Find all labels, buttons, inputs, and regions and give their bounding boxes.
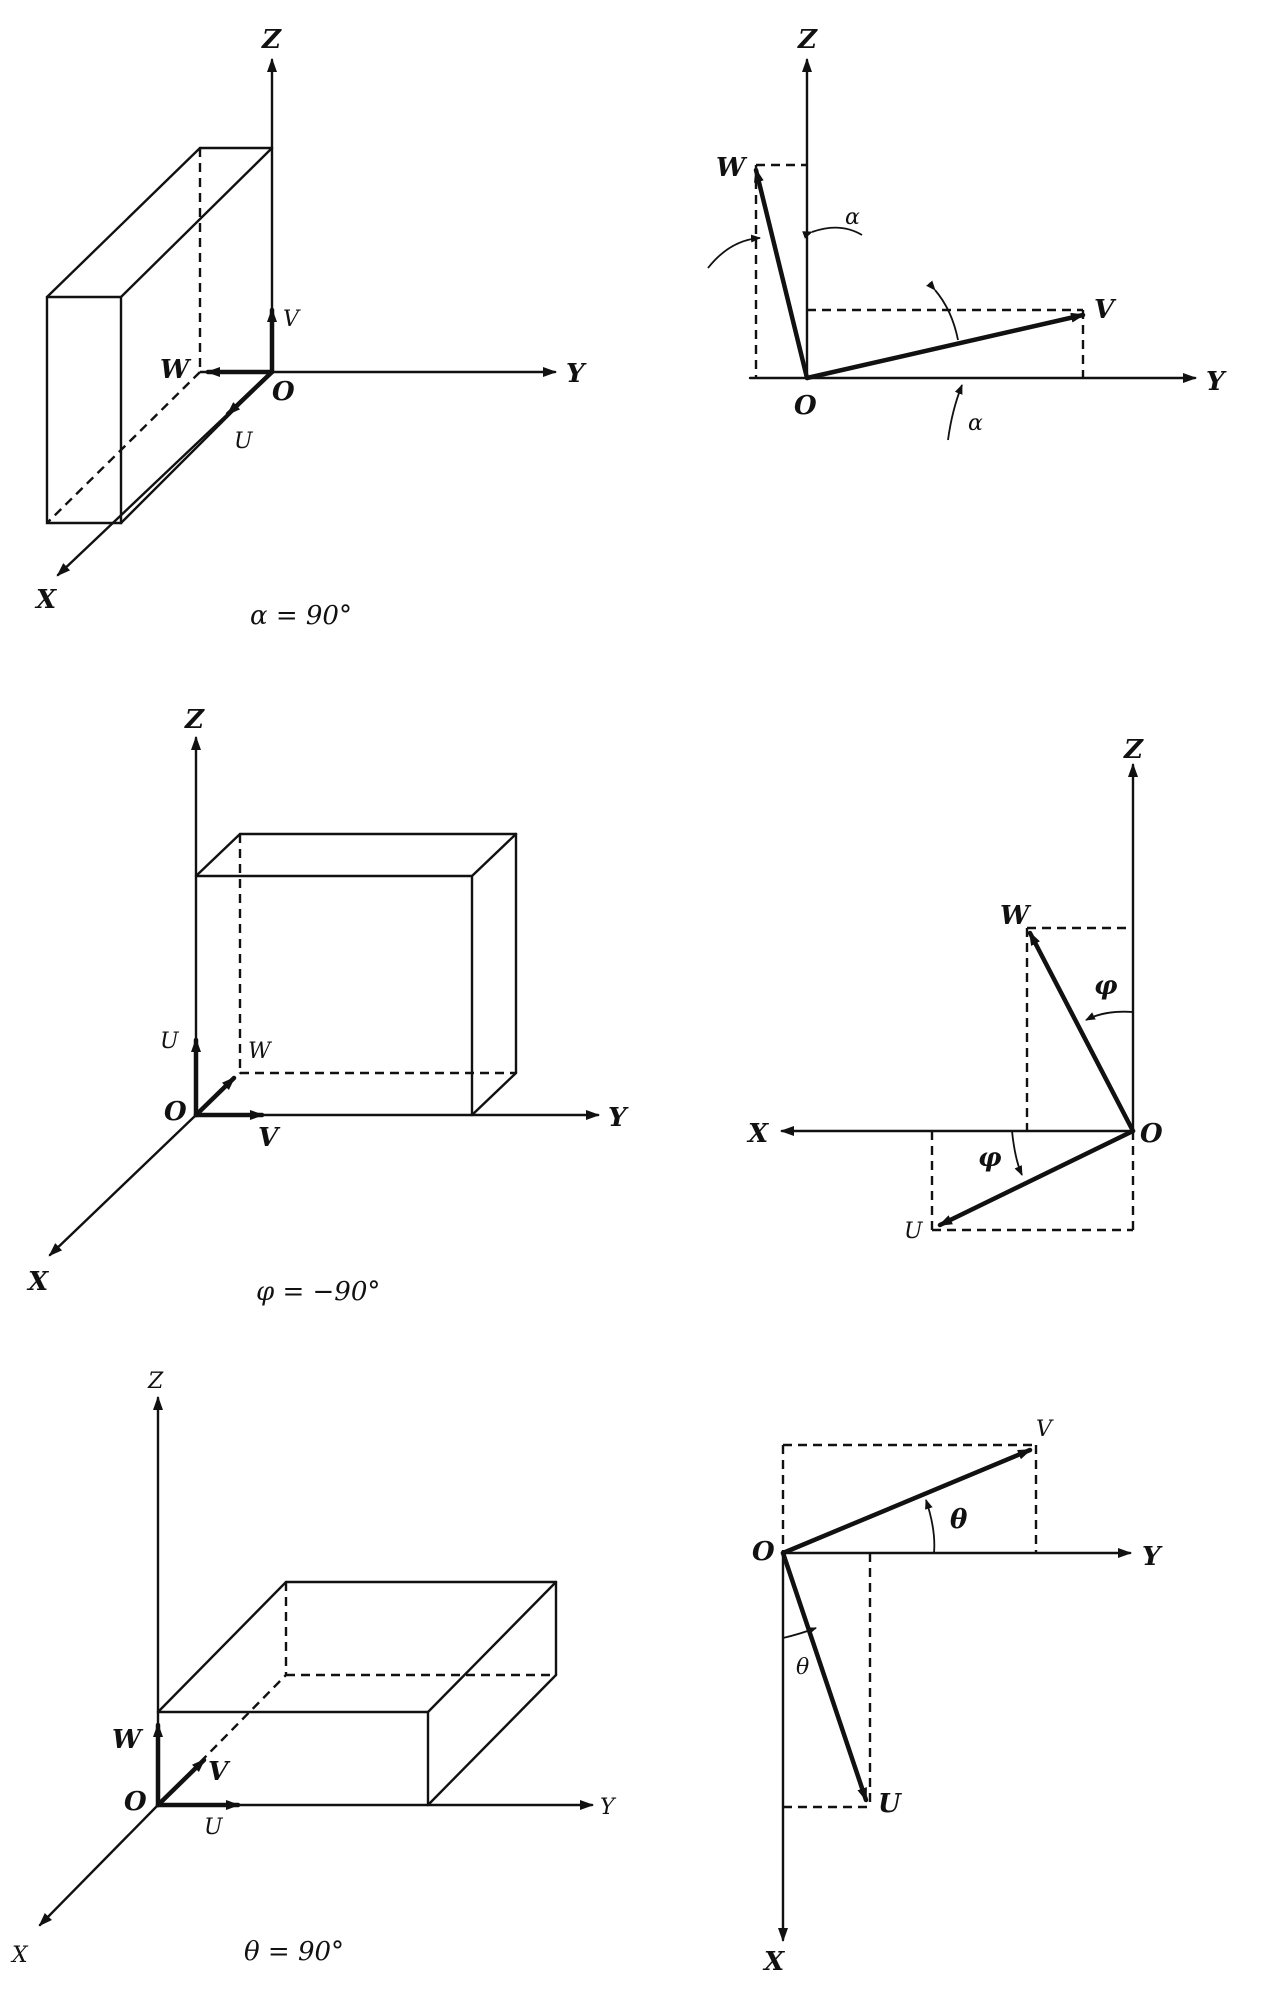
label-origin: O (272, 377, 295, 407)
label-x: X (26, 1267, 50, 1297)
label-w: W (248, 1039, 273, 1064)
label-z: Z (261, 25, 282, 55)
vector-v (804, 312, 1086, 381)
fig-phi-projection: Z X O W U φ φ (746, 735, 1163, 1244)
label-z: Z (797, 25, 818, 55)
label-origin: O (752, 1537, 775, 1567)
label-u: U (904, 1219, 924, 1244)
fig-theta-projection: Y X O V U θ θ (752, 1417, 1163, 1977)
vector-w (1027, 930, 1136, 1134)
box-front-face (156, 1710, 430, 1807)
fig-alpha-projection: Z Y O W V α α (707, 25, 1227, 441)
caption-theta: θ = 90° (244, 1937, 344, 1967)
label-y: Y (608, 1103, 629, 1133)
vector-u (225, 369, 275, 417)
label-x: X (746, 1119, 770, 1149)
x-axis (48, 1113, 198, 1257)
label-x: X (10, 1943, 29, 1968)
label-v: V (1094, 295, 1117, 325)
vector-v (780, 1447, 1033, 1556)
label-v: V (258, 1123, 281, 1153)
box-front-face (45, 295, 123, 525)
label-x: X (762, 1947, 786, 1977)
label-z: Z (147, 1369, 164, 1394)
label-y: Y (1206, 367, 1227, 397)
label-u: U (234, 429, 254, 454)
label-z: Z (1123, 735, 1144, 765)
label-angle-lower: θ (796, 1655, 809, 1680)
label-y: Y (566, 359, 587, 389)
label-angle-lower: φ (978, 1143, 1002, 1173)
caption-phi: φ = −90° (256, 1277, 380, 1307)
label-u: U (204, 1815, 224, 1840)
label-y: Y (600, 1795, 617, 1820)
vector-u (780, 1550, 869, 1803)
label-origin: O (164, 1097, 187, 1127)
label-y: Y (1142, 1542, 1163, 1572)
label-origin: O (794, 391, 817, 421)
label-w: W (112, 1725, 144, 1755)
label-angle-upper: α (845, 205, 860, 230)
label-w: W (716, 153, 748, 183)
label-u: U (878, 1789, 902, 1819)
label-angle-lower: α (968, 411, 983, 436)
label-origin: O (124, 1787, 147, 1817)
label-origin: O (1140, 1119, 1163, 1149)
fig-alpha-isometric: Z Y X O U V W α = 90° (34, 25, 587, 631)
caption-alpha: α = 90° (250, 601, 352, 631)
vector-v (155, 1757, 207, 1808)
label-w: W (1000, 901, 1032, 931)
vector-w (753, 167, 810, 381)
label-angle-upper: φ (1094, 971, 1118, 1001)
box-front-face (194, 874, 474, 1117)
label-v: V (1036, 1417, 1054, 1442)
label-w: W (160, 355, 192, 385)
label-v: V (283, 307, 301, 332)
x-axis (38, 1803, 160, 1927)
fig-phi-isometric: Z Y X O U V W φ = −90° (26, 705, 629, 1307)
label-x: X (34, 585, 58, 615)
vector-u (937, 1128, 1136, 1228)
vector-w (193, 1075, 237, 1118)
label-z: Z (184, 705, 205, 735)
label-u: U (160, 1029, 180, 1054)
fig-theta-isometric: Z Y X O U V W θ = 90° (10, 1369, 617, 1968)
label-angle-upper: θ (950, 1505, 968, 1535)
label-v: V (208, 1757, 231, 1787)
